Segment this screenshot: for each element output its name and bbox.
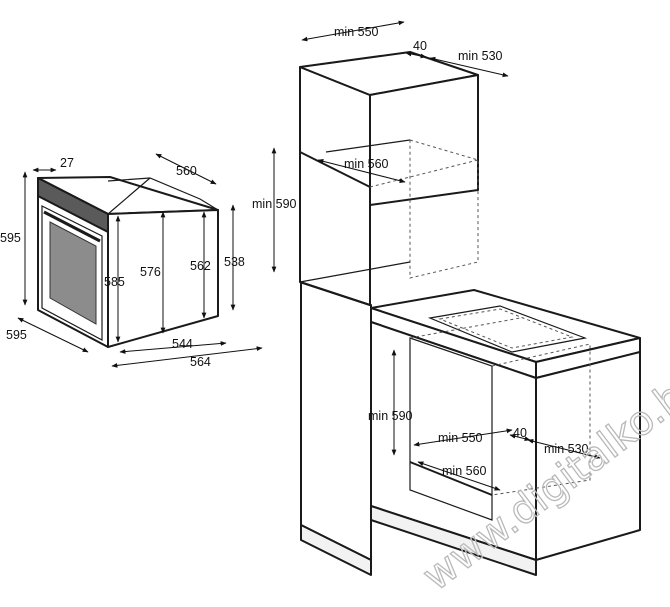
- base-min560-line: [417, 461, 501, 491]
- niche-back-top: [325, 139, 411, 153]
- base-niche-hidden: [491, 343, 591, 496]
- cabinet-dimension-lines: [271, 20, 601, 491]
- label-576: 576: [140, 265, 161, 279]
- label-564: 564: [190, 355, 211, 369]
- label-base-min530: min 530: [544, 442, 589, 456]
- tall-cabinet-lower-front: [300, 281, 372, 561]
- label-595-width: 595: [6, 328, 27, 342]
- oven-fascia-step: [107, 177, 219, 211]
- dim-560-line: [155, 153, 217, 185]
- oven-fascia-line: [107, 177, 151, 215]
- oven-control-panel: [37, 177, 109, 233]
- label-585: 585: [104, 275, 125, 289]
- base-min550-line: [413, 428, 513, 447]
- tall-cabinet-upper-front: [299, 66, 371, 306]
- niche-bottom-edge: [299, 281, 371, 306]
- tall-cabinet-side: [369, 74, 479, 206]
- niche-hidden-lines: [409, 139, 479, 279]
- label-base-40: 40: [513, 426, 527, 440]
- label-538: 538: [224, 255, 245, 269]
- label-27: 27: [60, 156, 74, 170]
- tall-40-line: [405, 51, 427, 59]
- oven-door: [41, 205, 103, 341]
- label-base-min560: min 560: [442, 464, 487, 478]
- base-plinth: [370, 505, 537, 576]
- tall-min530-line: [429, 56, 509, 78]
- label-560: 560: [176, 164, 197, 178]
- tall-min550-line: [301, 20, 405, 42]
- label-544: 544: [172, 337, 193, 351]
- tall-min560-line: [317, 158, 406, 184]
- tall-plinth: [300, 524, 372, 576]
- label-562: 562: [190, 259, 211, 273]
- label-base-min590: min 590: [368, 409, 413, 423]
- label-tall-40: 40: [413, 39, 427, 53]
- label-tall-min550: min 550: [334, 25, 379, 39]
- base-niche-hidden-2: [409, 317, 521, 339]
- label-tall-min560: min 560: [344, 157, 389, 171]
- hob-cutout-inner: [438, 308, 574, 349]
- niche-floor-line: [299, 261, 411, 283]
- dim-595w-line: [17, 317, 89, 353]
- dim-564-line: [111, 346, 263, 368]
- label-tall-min590: min 590: [252, 197, 297, 211]
- oven-handle: [43, 210, 101, 243]
- label-base-min550: min 550: [438, 431, 483, 445]
- dimension-labels: 27 560 595 595 585 576 562 538 544 564 m…: [0, 25, 589, 478]
- label-595-height: 595: [0, 231, 21, 245]
- oven-dimension-lines: [17, 153, 263, 368]
- oven-window: [49, 221, 97, 325]
- base-40-line: [509, 433, 531, 442]
- label-tall-min530: min 530: [458, 49, 503, 63]
- cabinet-drawing: [299, 51, 641, 576]
- hob-cutout: [427, 305, 588, 353]
- base-min530-line: [527, 438, 601, 460]
- base-niche-opening: [409, 337, 493, 521]
